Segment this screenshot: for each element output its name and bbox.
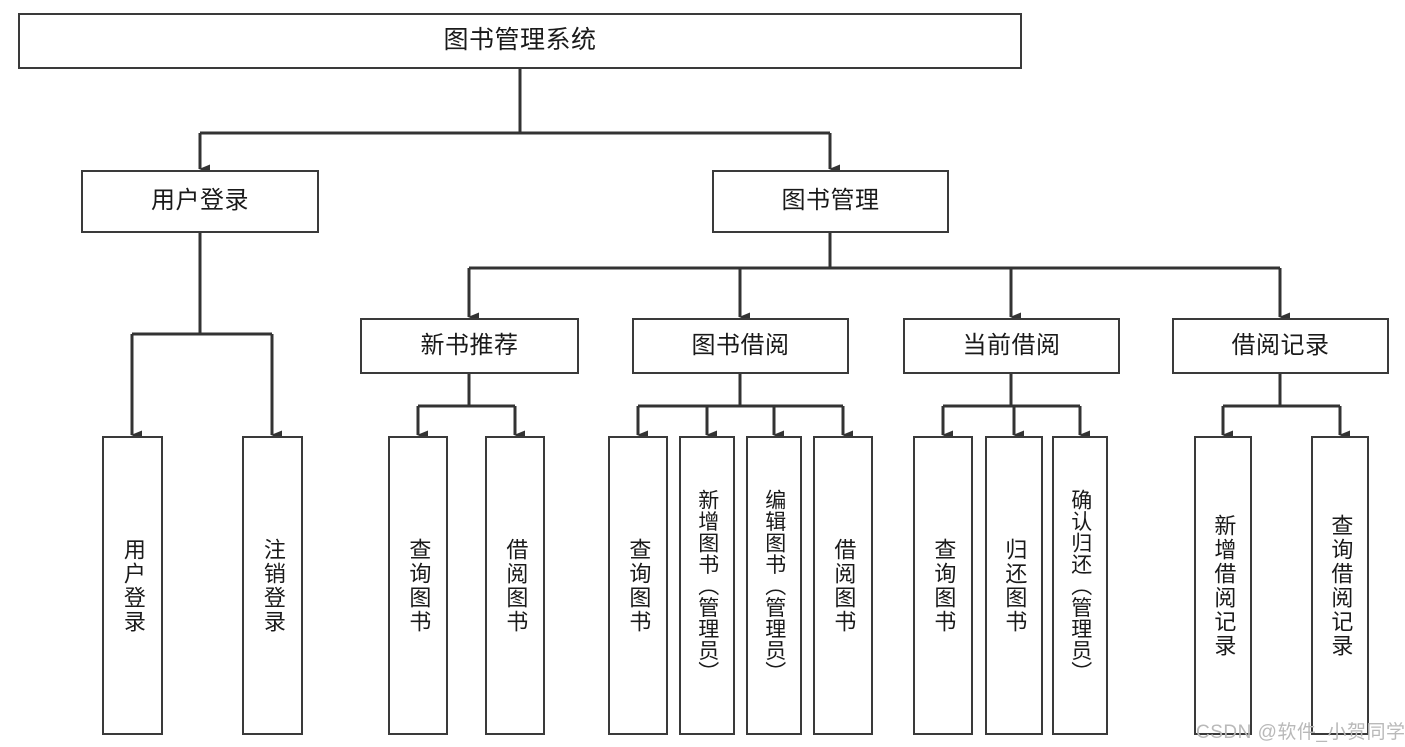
- node-label-leaf-user-login: 用户登录: [120, 537, 146, 634]
- node-label-leaf-borrow-book-rec: 借阅图书: [503, 537, 529, 634]
- node-borrow-record[interactable]: 借阅记录: [1172, 318, 1389, 374]
- node-leaf-user-login[interactable]: 用户登录: [102, 436, 163, 735]
- node-leaf-logout[interactable]: 注销登录: [242, 436, 303, 735]
- node-leaf-query-book-current[interactable]: 查询图书: [913, 436, 973, 735]
- connector-borrowrecord-to-leaves: [1221, 374, 1350, 440]
- node-label-new-book-recommend: 新书推荐: [420, 331, 519, 359]
- node-leaf-return-book[interactable]: 归还图书: [985, 436, 1043, 735]
- connector-currentborrow-to-leaves: [941, 374, 1090, 440]
- node-label-book-management: 图书管理: [781, 187, 880, 215]
- connector-bookborrow-to-leaves: [636, 374, 853, 440]
- connector-root-to-level2: [198, 69, 840, 174]
- node-leaf-query-book-borrow[interactable]: 查询图书: [608, 436, 668, 735]
- node-book-borrow[interactable]: 图书借阅: [632, 318, 849, 374]
- node-label-leaf-add-book: 新增图书（管理员）: [695, 488, 719, 683]
- node-label-leaf-query-book-rec: 查询图书: [406, 537, 432, 634]
- node-current-borrow[interactable]: 当前借阅: [903, 318, 1120, 374]
- node-label-current-borrow: 当前借阅: [962, 331, 1061, 359]
- node-new-book-recommend[interactable]: 新书推荐: [360, 318, 579, 374]
- connector-bookmgmt-to-level3: [467, 233, 1290, 322]
- node-label-leaf-return-book: 归还图书: [1002, 537, 1028, 634]
- node-leaf-borrow-book-rec[interactable]: 借阅图书: [485, 436, 545, 735]
- node-leaf-add-book[interactable]: 新增图书（管理员）: [679, 436, 735, 735]
- connector-newbook-to-leaves: [416, 374, 525, 440]
- connector-userlogin-to-leaves: [130, 233, 282, 440]
- node-label-leaf-confirm-return: 确认归还（管理员）: [1068, 488, 1092, 683]
- node-label-leaf-add-record: 新增借阅记录: [1211, 513, 1237, 658]
- node-book-management[interactable]: 图书管理: [712, 170, 949, 233]
- node-label-book-borrow: 图书借阅: [691, 331, 790, 359]
- node-label-leaf-borrow-book: 借阅图书: [831, 537, 857, 634]
- node-leaf-query-record[interactable]: 查询借阅记录: [1311, 436, 1369, 735]
- node-leaf-query-book-rec[interactable]: 查询图书: [388, 436, 448, 735]
- node-label-leaf-edit-book: 编辑图书（管理员）: [762, 488, 786, 683]
- node-leaf-add-record[interactable]: 新增借阅记录: [1194, 436, 1252, 735]
- node-leaf-edit-book[interactable]: 编辑图书（管理员）: [746, 436, 802, 735]
- node-root[interactable]: 图书管理系统: [18, 13, 1022, 69]
- node-label-leaf-query-book-borrow: 查询图书: [626, 537, 652, 634]
- node-label-user-login: 用户登录: [151, 187, 249, 215]
- connector-lines: [130, 69, 1350, 440]
- node-label-leaf-logout: 注销登录: [260, 537, 286, 634]
- node-leaf-borrow-book[interactable]: 借阅图书: [813, 436, 873, 735]
- node-leaf-confirm-return[interactable]: 确认归还（管理员）: [1052, 436, 1108, 735]
- node-label-leaf-query-record: 查询借阅记录: [1328, 513, 1354, 658]
- node-user-login[interactable]: 用户登录: [81, 170, 319, 233]
- node-label-borrow-record: 借阅记录: [1231, 331, 1330, 359]
- node-label-leaf-query-book-current: 查询图书: [931, 537, 957, 634]
- node-label-root: 图书管理系统: [443, 26, 597, 55]
